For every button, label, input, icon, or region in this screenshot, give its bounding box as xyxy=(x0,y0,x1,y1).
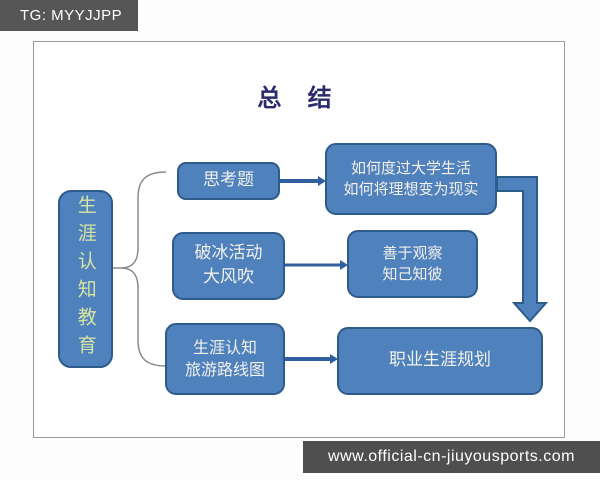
slide-title: 总 结 xyxy=(257,83,341,112)
node-cognition-roadmap: 生涯认知 旅游路线图 xyxy=(165,323,285,395)
node-career-planning: 职业生涯规划 xyxy=(337,327,543,395)
watermark-url: www.official-cn-jiuyousports.com xyxy=(328,448,575,465)
node-college-life: 如何度过大学生活 如何将理想变为现实 xyxy=(325,143,497,215)
watermark-bar: www.official-cn-jiuyousports.com xyxy=(303,441,600,473)
node-thinking-question: 思考题 xyxy=(177,162,280,200)
node-icebreaker-activity: 破冰活动 大风吹 xyxy=(172,232,285,300)
tg-banner-label: TG: MYYJJPP xyxy=(20,7,123,24)
node-observe-know: 善于观察 知己知彼 xyxy=(347,230,478,298)
node-career-cognition-education: 生涯认知教育 xyxy=(58,190,113,368)
node-career-cognition-education-label: 生涯认知教育 xyxy=(74,195,97,363)
tg-banner: TG: MYYJJPP xyxy=(0,0,138,31)
